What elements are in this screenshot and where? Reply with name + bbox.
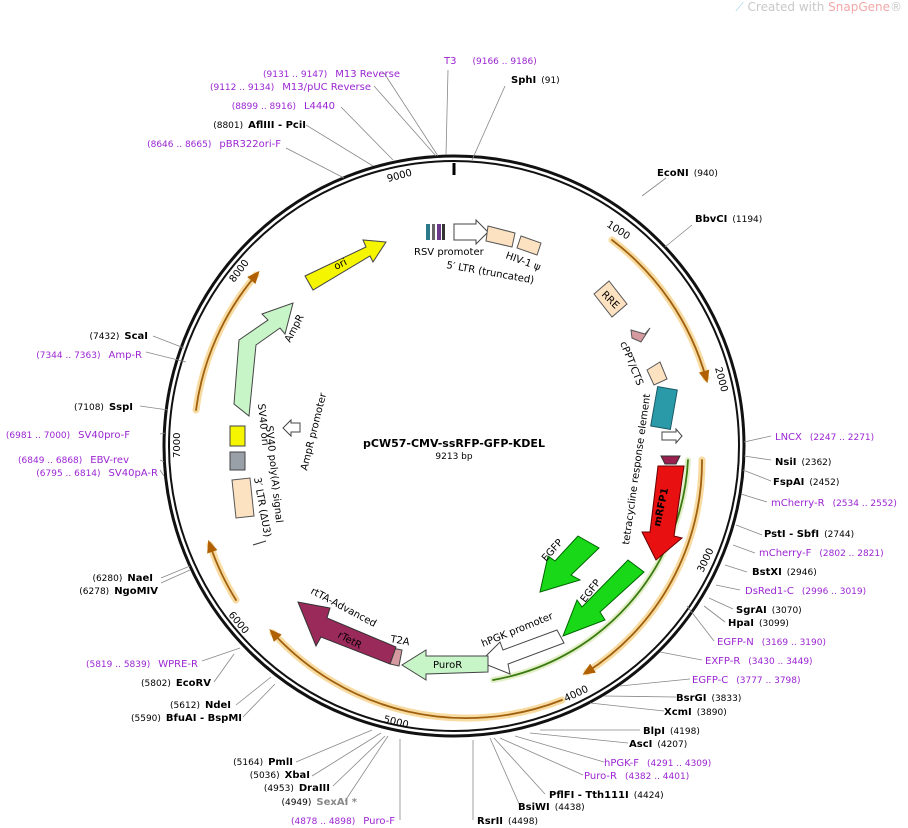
site-ecorv: (5802)EcoRV: [141, 678, 211, 689]
tre-small-arrow: [661, 427, 683, 445]
rtta-arrow: [297, 601, 397, 665]
egfp2-arrow: [562, 559, 645, 637]
site-bsiwi: BsiWI(4438): [518, 802, 585, 813]
tick-1000: 1000: [604, 219, 631, 242]
hiv-psi-shape: [516, 235, 542, 256]
site-labels: SphI(91) EcoNI(940) BbvCI(1194) LNCX(224…: [6, 56, 897, 827]
site-egfp-n: EGFP-N(3169 .. 3190): [717, 637, 826, 648]
tick-9000: 9000: [386, 168, 413, 185]
rre-shape: [593, 280, 628, 318]
label-puror: PuroR: [433, 660, 462, 671]
site-puro-r: Puro-R(4382 .. 4401): [584, 771, 689, 782]
site-mcherry-f: mCherry-F(2802 .. 2821): [759, 548, 884, 559]
site-puro-f: (4878 .. 4898)Puro-F: [291, 816, 395, 827]
site-afliii: (8801)AflIII - PciI: [213, 120, 306, 131]
site-exfp-r: EXFP-R(3430 .. 3449): [705, 656, 813, 667]
ori-arrow: [304, 239, 387, 291]
site-fspai: FspAI(2452): [773, 477, 839, 488]
rsv-arrow: [453, 218, 489, 246]
brand-name: SnapGene: [828, 0, 890, 14]
tick-4000: 4000: [563, 684, 591, 705]
hpgk-arrow: [479, 629, 565, 675]
sv40ori-shape: [229, 425, 246, 447]
site-xbai: (5036)XbaI: [250, 770, 310, 781]
site-sphi: SphI(91): [511, 75, 560, 86]
site-ndei: (5612)NdeI: [170, 700, 231, 711]
site-hpgk-f: hPGK-F(4291 .. 4309): [604, 758, 711, 769]
label-t2a: T2A: [388, 634, 410, 648]
rsv-promoter-shape: [426, 224, 430, 240]
site-m13rev: (9131 .. 9147)M13 Reverse: [263, 69, 400, 80]
site-pbr322: (8646 .. 8665)pBR322ori-F: [147, 139, 281, 150]
site-leaders: [139, 69, 772, 820]
site-psti: PstI - SbfI(2744): [764, 529, 854, 540]
sv40polya-shape: [229, 451, 246, 471]
site-rsrii: RsrII(4498): [477, 816, 538, 827]
site-bsrgi: BsrGI(3833): [676, 693, 741, 704]
site-mcherry-r: mCherry-R(2534 .. 2552): [771, 498, 897, 509]
features: [229, 218, 685, 681]
site-naei: (6280)NaeI: [92, 573, 153, 584]
site-bfuai: (5590)BfuAI - BspMI: [131, 713, 242, 724]
site-bstxi: BstXI(2946): [752, 567, 817, 578]
label-amppro: AmpR promoter: [299, 391, 329, 472]
label-ltr3: 3′ LTR (ΔU3): [251, 477, 272, 539]
orf-arc-5: [206, 541, 240, 604]
site-wpre-r: (5819 .. 5839)WPRE-R: [86, 659, 198, 670]
site-sv40pa-r: (6795 .. 6814)SV40pA-R: [36, 468, 158, 479]
tre-shape: [650, 385, 678, 431]
site-bbvci: BbvCI(1194): [695, 214, 762, 225]
site-nsii: NsiI(2362): [775, 457, 831, 468]
site-xcmi: XcmI(3890): [664, 707, 727, 718]
backbone-outer-ring: [162, 154, 746, 738]
label-tre: tetracycline response element: [621, 393, 653, 545]
snapgene-watermark: ⟋ Created with SnapGene®: [735, 0, 902, 14]
snapgene-logo-icon: ⟋: [735, 0, 744, 14]
label-sv40ori: SV40 ori: [255, 403, 270, 446]
tick-3000: 3000: [696, 547, 717, 575]
cppt-box: [646, 361, 668, 386]
site-ngomiv: (6278)NgoMIV: [79, 586, 158, 597]
orf-arcs: [192, 236, 710, 722]
ltr3-shape: [231, 477, 255, 519]
amppro-arrow: [282, 418, 301, 438]
site-pflfi: PflFI - Tth111I(4424): [549, 790, 664, 801]
site-ebv-rev: (6849 .. 6868)EBV-rev: [18, 455, 129, 466]
site-blpi: BlpI(4198): [643, 726, 700, 737]
site-dsred: DsRed1-C(2996 .. 3019): [745, 586, 866, 597]
cppt-shape: [630, 327, 651, 343]
puror-arrow: [401, 649, 489, 681]
ltr5-shape: [485, 225, 516, 248]
site-sv40pro-f: (6981 .. 7000)SV40pro-F: [6, 430, 130, 441]
short-feature-line: [252, 540, 267, 546]
site-l4440: (8899 .. 8916)L4440: [232, 101, 335, 112]
egfp1-arrow: [539, 535, 600, 593]
site-m13puc: (9112 .. 9134)M13/pUC Reverse: [210, 82, 371, 93]
site-egfp-c: EGFP-C(3777 .. 3798): [692, 675, 801, 686]
site-sexai: (4949)SexAI *: [281, 797, 357, 808]
tick-2000: 2000: [712, 366, 729, 393]
backbone-inner-ring: [168, 160, 740, 732]
label-cppt: cPPT/CTS: [617, 340, 645, 387]
site-hpai: HpaI(3099): [728, 618, 789, 629]
label-ori: ori: [332, 257, 349, 273]
plasmid-name: pCW57-CMV-ssRFP-GFP-KDEL: [363, 437, 545, 450]
label-rsv-promoter: RSV promoter: [414, 247, 485, 258]
site-dralll: (4953)DraIII: [264, 783, 330, 794]
site-sgrai: SgrAI(3070): [736, 605, 802, 616]
site-econi: EcoNI(940): [657, 168, 718, 179]
kdel-shape: [660, 455, 681, 465]
site-amp-r: (7344 .. 7363)Amp-R: [36, 350, 142, 361]
site-asci: AscI(4207): [629, 739, 687, 750]
ampr-arrow: [233, 302, 294, 417]
site-sspi: (7108)SspI: [74, 402, 133, 413]
site-pmli: (5164)PmlI: [233, 757, 293, 768]
site-scai: (7432)ScaI: [89, 331, 148, 342]
site-lncx: LNCX(2247 .. 2271): [775, 432, 874, 443]
plasmid-length: 9213 bp: [435, 452, 472, 462]
tick-7000: 7000: [172, 433, 183, 458]
site-t3: T3(9166 .. 9186): [443, 56, 537, 67]
mrfp1-arrow: [641, 465, 685, 561]
